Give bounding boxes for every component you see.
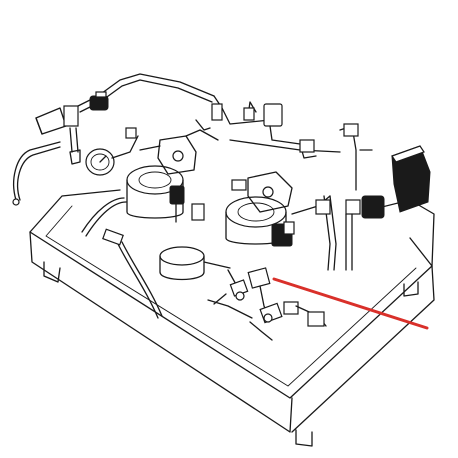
machine-base-frame [29,189,435,447]
top-pipework [195,95,373,191]
right-boiler-group [225,171,331,247]
right-solenoid-valve [315,195,385,271]
left-boiler-group [126,129,219,223]
water-tank [159,246,231,281]
electrical-box [391,145,431,213]
lower-manifold [207,267,327,341]
flexible-hose [81,197,163,319]
pressure-gauge [85,127,139,176]
callout-pointer-line [272,277,429,330]
steam-wand-assembly [12,73,215,206]
